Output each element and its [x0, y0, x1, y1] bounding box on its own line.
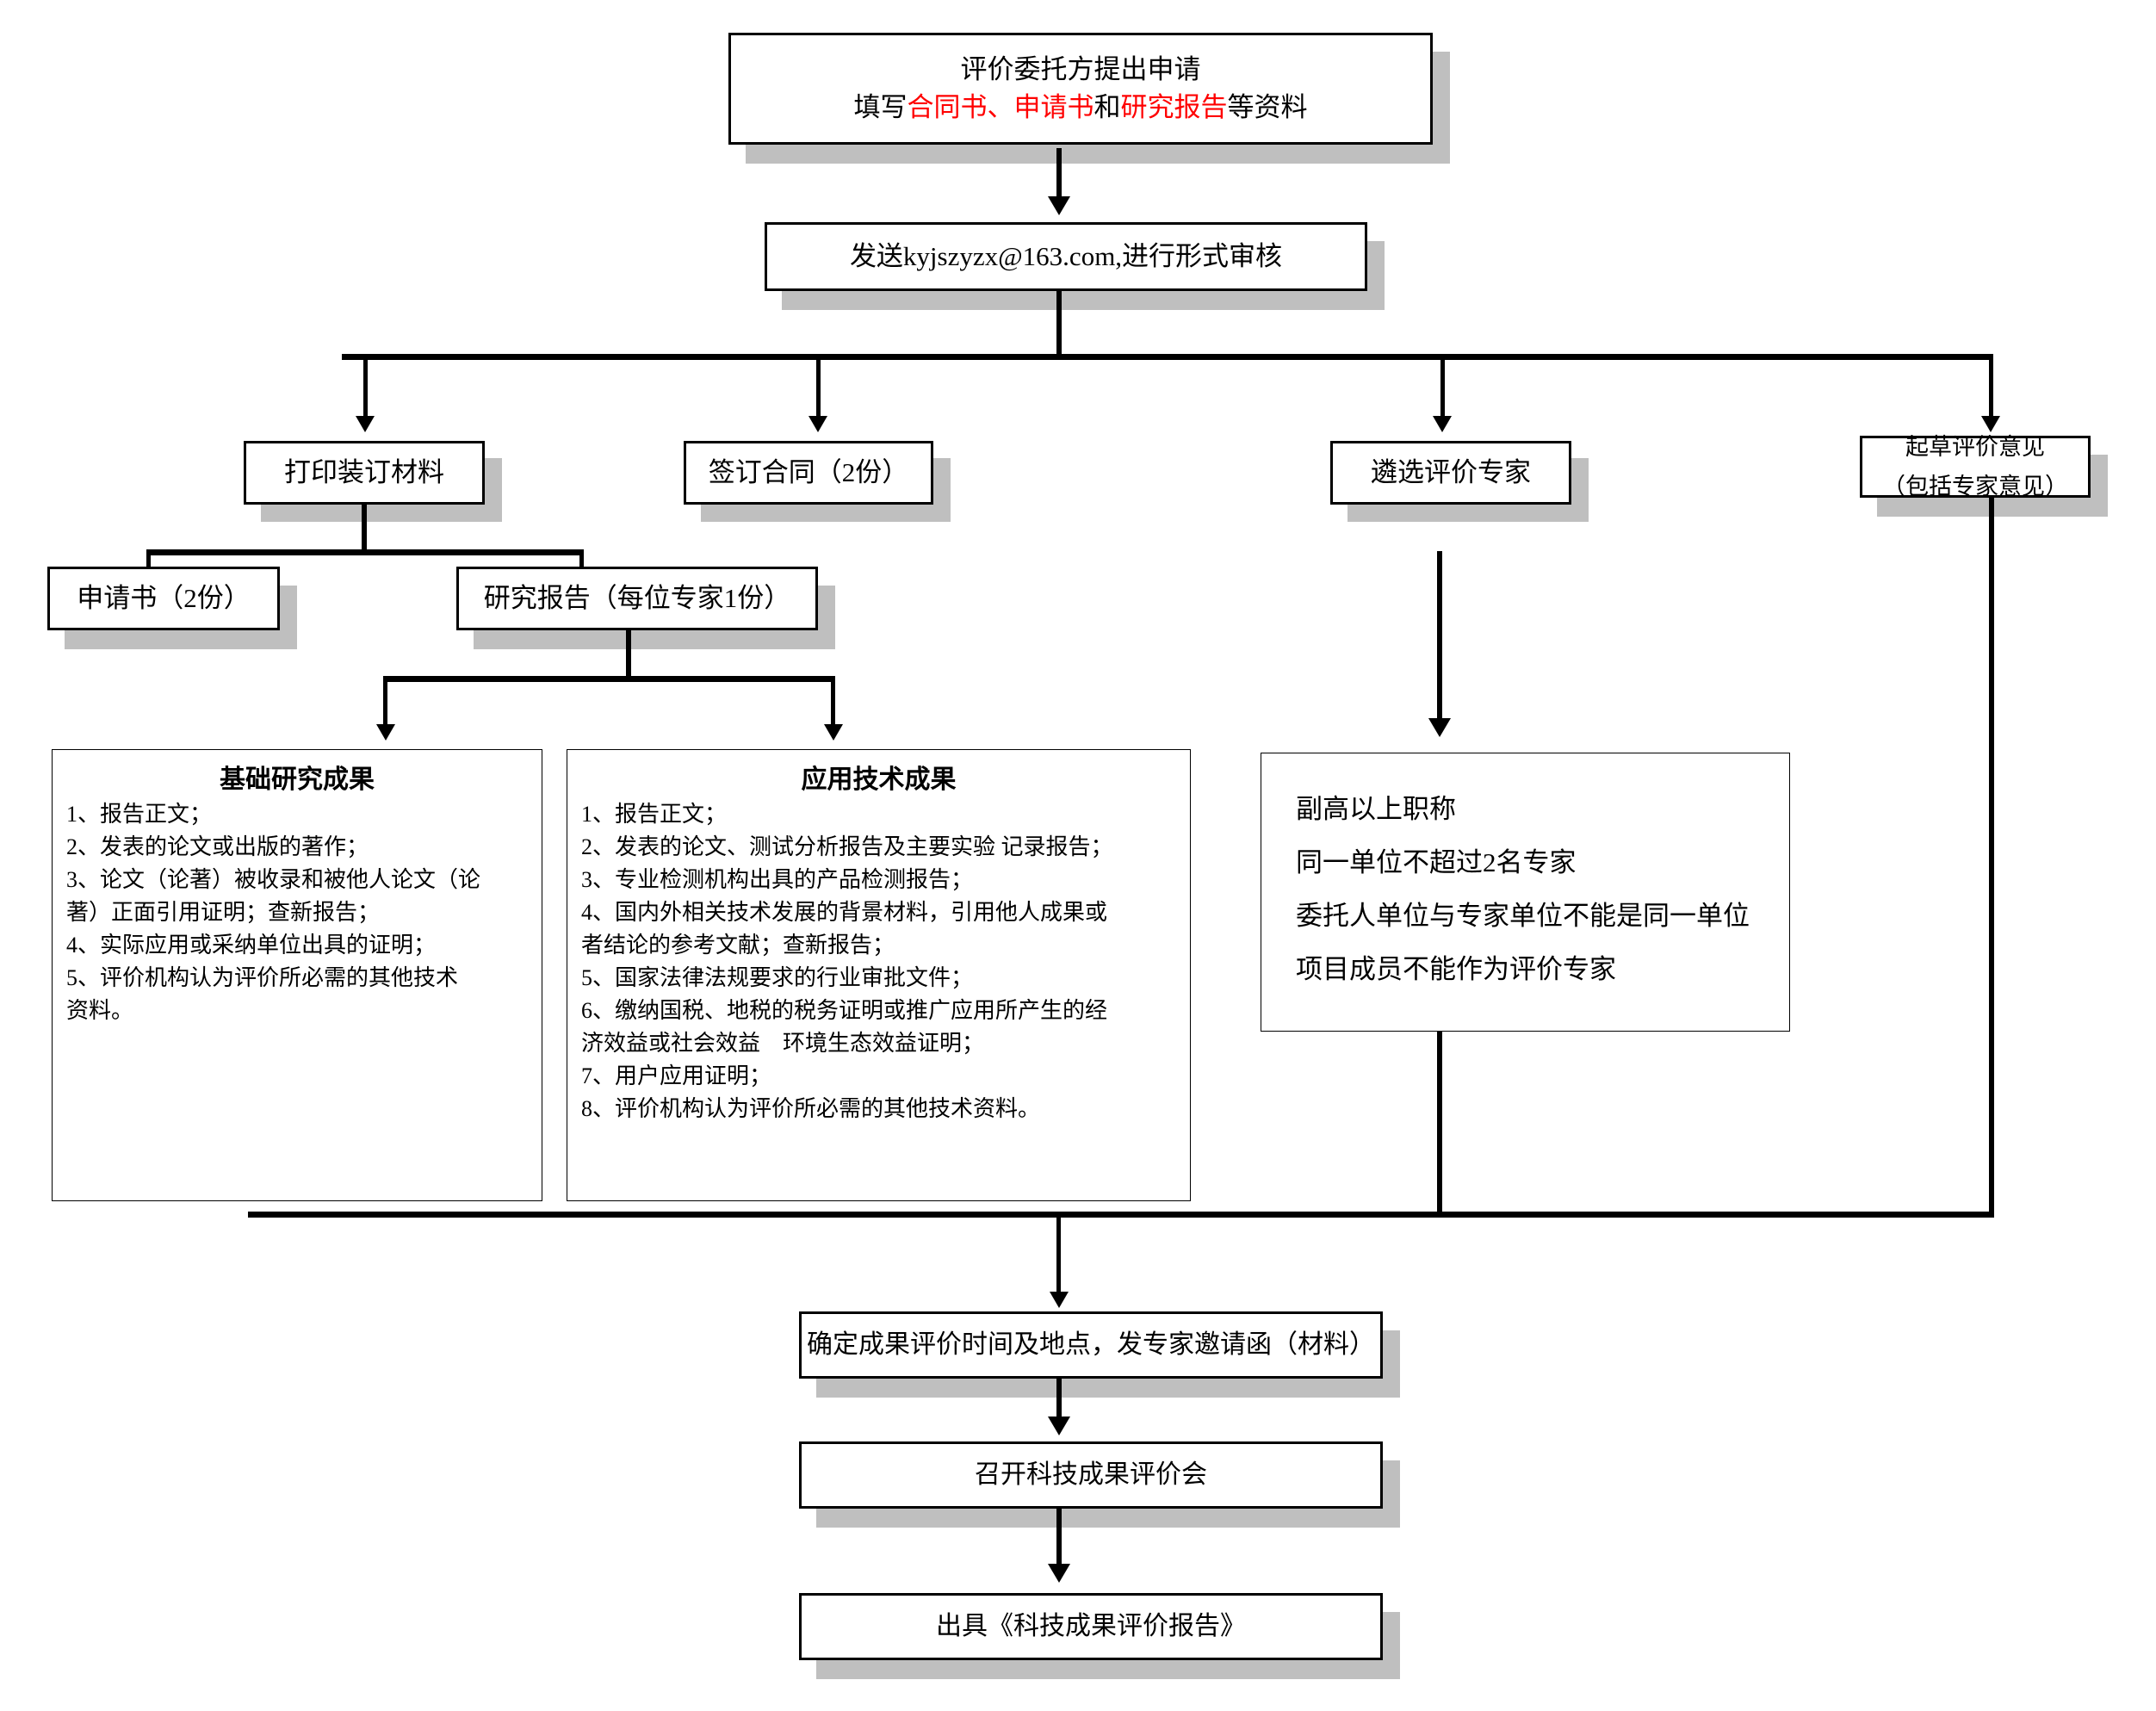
arrowhead-bus-to-draft — [1981, 416, 2000, 432]
connector-experts-to-criteria — [1437, 551, 1442, 723]
applied-technology-line: 4、国内外相关技术发展的背景材料，引用他人成果或 — [581, 900, 1108, 925]
connector-report-to-bus3 — [626, 630, 631, 682]
connector-criteria-to-merge — [1437, 1032, 1442, 1217]
apply-line-1: 评价委托方提出申请 — [960, 54, 1201, 84]
applied-technology-line: 6、缴纳国税、地税的税务证明或推广应用所产生的经 — [581, 998, 1108, 1023]
applied-technology-line: 7、用户应用证明； — [581, 1063, 772, 1088]
applied-technology-line: 2、发表的论文、测试分析报告及主要实验 记录报告； — [581, 834, 1113, 859]
applied-technology-title: 应用技术成果 — [801, 765, 957, 795]
basic-research-line: 1、报告正文； — [66, 802, 213, 827]
node-confirm-time[interactable]: 确定成果评价时间及地点，发专家邀请函（材料） — [799, 1311, 1383, 1379]
select-experts-text: 遴选评价专家 — [1371, 457, 1531, 487]
expert-criteria-line: 副高以上职称 — [1296, 794, 1456, 824]
connector-bus-to-contract — [816, 354, 821, 421]
print-bind-text: 打印装订材料 — [284, 457, 444, 487]
expert-criteria-line: 项目成员不能作为评价专家 — [1296, 954, 1616, 984]
apply-suffix: 等资料 — [1227, 92, 1308, 122]
apply-red-1: 合同书、申请书 — [907, 92, 1094, 122]
panel-expert-criteria: 副高以上职称 同一单位不超过2名专家 委托人单位与专家单位不能是同一单位 项目成… — [1261, 753, 1790, 1032]
connector-print-to-bus2 — [362, 505, 367, 553]
node-sign-contract[interactable]: 签订合同（2份） — [684, 441, 933, 505]
merge-bus-bottom — [248, 1212, 1994, 1218]
distribution-bus-print — [146, 549, 584, 555]
arrowhead-experts-to-criteria — [1428, 718, 1451, 737]
distribution-bus-top — [342, 354, 1993, 360]
node-print-bind[interactable]: 打印装订材料 — [244, 441, 485, 505]
connector-bus3-to-applied — [831, 676, 835, 729]
node-send-email[interactable]: 发送kyjszyzx@163.com,进行形式审核 — [765, 222, 1367, 291]
basic-research-line: 4、实际应用或采纳单位出具的证明； — [66, 933, 437, 958]
applied-technology-line: 者结论的参考文献；查新报告； — [581, 933, 895, 958]
expert-criteria-line: 委托人单位与专家单位不能是同一单位 — [1296, 901, 1750, 931]
basic-research-line: 2、发表的论文或出版的著作； — [66, 834, 369, 859]
arrowhead-bus3-to-basic — [376, 724, 395, 741]
issue-report-text: 出具《科技成果评价报告》 — [936, 1612, 1246, 1640]
sign-contract-text: 签订合同（2份） — [708, 457, 909, 487]
node-issue-report[interactable]: 出具《科技成果评价报告》 — [799, 1593, 1383, 1660]
arrowhead-merge-to-confirm — [1050, 1292, 1069, 1308]
hold-meeting-text: 召开科技成果评价会 — [975, 1460, 1207, 1489]
connector-bus3-to-basic — [383, 676, 387, 729]
node-select-experts[interactable]: 遴选评价专家 — [1330, 441, 1571, 505]
node-application-copies[interactable]: 申请书（2份） — [47, 567, 280, 630]
connector-bus-to-print — [363, 354, 368, 421]
connector-draft-to-merge — [1989, 498, 1994, 1217]
basic-research-line: 资料。 — [66, 998, 134, 1023]
connector-apply-to-email — [1056, 148, 1062, 201]
node-draft-opinion[interactable]: 起草评价意见 （包括专家意见） — [1860, 434, 2091, 499]
connector-email-to-bus — [1056, 291, 1062, 358]
connector-meeting-to-report — [1056, 1509, 1062, 1569]
confirm-time-text: 确定成果评价时间及地点，发专家邀请函（材料） — [807, 1330, 1375, 1359]
application-copies-text: 申请书（2份） — [77, 583, 251, 613]
basic-research-line: 5、评价机构认为评价所必需的其他技术 — [66, 965, 459, 990]
arrowhead-confirm-to-meeting — [1048, 1417, 1070, 1435]
applied-technology-line: 1、报告正文； — [581, 802, 728, 827]
research-report-text: 研究报告（每位专家1份） — [483, 583, 791, 613]
applied-technology-line: 3、专业检测机构出具的产品检测报告； — [581, 867, 974, 892]
node-research-report[interactable]: 研究报告（每位专家1份） — [456, 567, 818, 630]
applied-technology-line: 5、国家法律法规要求的行业审批文件； — [581, 965, 974, 990]
connector-confirm-to-meeting — [1056, 1379, 1062, 1422]
node-apply[interactable]: 评价委托方提出申请 填写合同书、申请书和研究报告等资料 — [728, 33, 1433, 145]
apply-prefix: 填写 — [853, 92, 908, 122]
basic-research-title: 基础研究成果 — [220, 765, 375, 795]
expert-criteria-line: 同一单位不超过2名专家 — [1296, 847, 1577, 877]
arrowhead-bus-to-print — [356, 416, 375, 432]
connector-bus-to-draft — [1989, 354, 1993, 421]
apply-red-2: 研究报告 — [1120, 92, 1228, 122]
connector-bus-to-experts — [1440, 354, 1445, 421]
send-email-text: 发送kyjszyzx@163.com,进行形式审核 — [849, 241, 1283, 271]
arrowhead-apply-to-email — [1048, 196, 1070, 215]
arrowhead-meeting-to-report — [1048, 1564, 1070, 1583]
panel-basic-research: 基础研究成果 1、报告正文； 2、发表的论文或出版的著作； 3、论文（论著）被收… — [52, 749, 542, 1201]
apply-line-2: 填写合同书、申请书和研究报告等资料 — [854, 89, 1308, 127]
applied-technology-line: 济效益或社会效益 环境生态效益证明； — [581, 1031, 985, 1056]
draft-opinion-line-2: （包括专家意见） — [1882, 474, 2068, 499]
basic-research-line: 3、论文（论著）被收录和被他人论文（论 — [66, 867, 481, 892]
arrowhead-bus3-to-applied — [824, 724, 843, 741]
panel-applied-technology: 应用技术成果 1、报告正文； 2、发表的论文、测试分析报告及主要实验 记录报告；… — [567, 749, 1191, 1201]
connector-merge-to-confirm — [1056, 1212, 1061, 1298]
distribution-bus-report — [383, 676, 835, 682]
basic-research-line: 著）正面引用证明；查新报告； — [66, 900, 381, 925]
apply-mid: 和 — [1093, 92, 1121, 122]
arrowhead-bus-to-experts — [1433, 416, 1452, 432]
arrowhead-bus-to-contract — [808, 416, 827, 432]
node-hold-meeting[interactable]: 召开科技成果评价会 — [799, 1441, 1383, 1509]
draft-opinion-line-1: 起草评价意见 — [1905, 434, 2045, 460]
applied-technology-line: 8、评价机构认为评价所必需的其他技术资料。 — [581, 1096, 1041, 1121]
